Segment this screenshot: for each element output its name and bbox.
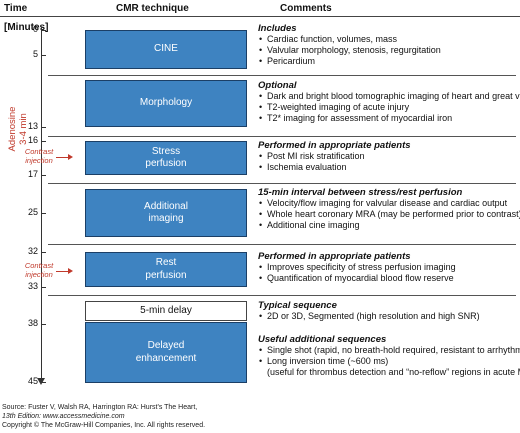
additional-item-2: •Whole heart coronary MRA (may be perfor… [259, 209, 520, 219]
technique-header: CMR technique [116, 3, 189, 14]
delay-comments-head: Typical sequence [258, 300, 337, 311]
tick-5 [41, 55, 46, 56]
delayed-item-1: •Single shot (rapid, no breath-hold requ… [259, 345, 520, 355]
stress-label-1: Stress [151, 145, 181, 157]
tick-label-25: 25 [27, 207, 38, 217]
delay-box: 5-min delay [85, 301, 247, 321]
tick-45 [41, 382, 46, 383]
contrast-injection-rest: Contrast injection [20, 261, 58, 279]
stress-item-1: •Post MI risk stratification [259, 151, 365, 161]
rest-comments: Performed in appropriate patients •Impro… [258, 251, 456, 284]
tick-label-0: 0 [32, 24, 38, 34]
tick-25 [41, 213, 46, 214]
tick-label-32: 32 [27, 246, 38, 256]
additional-label-1: Additional [144, 200, 188, 212]
timeline-arrow-icon [37, 378, 45, 385]
header-rule [0, 16, 520, 17]
tick-32 [41, 252, 46, 253]
cine-comments: Includes •Cardiac function, volumes, mas… [258, 23, 441, 67]
separator-1 [48, 75, 516, 76]
cine-item-1: •Cardiac function, volumes, mass [259, 34, 398, 44]
morphology-label: Morphology [139, 97, 193, 109]
additional-item-3: •Additional cine imaging [259, 220, 360, 230]
additional-comments-head: 15-min interval between stress/rest perf… [258, 187, 463, 198]
contrast-stress-arrow-icon [56, 154, 73, 160]
separator-4 [48, 244, 516, 245]
separator-5 [48, 295, 516, 296]
tick-38 [41, 324, 46, 325]
contrast-stress-line2: injection [25, 156, 53, 165]
tick-label-45: 45 [27, 376, 38, 386]
footer-edition: 13th Edition: www.accessmedicine.com [2, 413, 125, 420]
delay-comments: Typical sequence •2D or 3D, Segmented (h… [258, 300, 480, 322]
stress-item-2: •Ischemia evaluation [259, 162, 347, 172]
delay-label: 5-min delay [140, 304, 192, 316]
additional-imaging-box: Additional imaging [85, 189, 247, 237]
tick-16 [41, 141, 46, 142]
cine-comments-head: Includes [258, 23, 297, 34]
tick-label-5: 5 [32, 49, 38, 59]
separator-2 [48, 136, 516, 137]
tick-13 [41, 127, 46, 128]
stress-label-2: perfusion [145, 158, 187, 169]
delay-item-1: •2D or 3D, Segmented (high resolution an… [259, 311, 480, 321]
contrast-rest-arrow-icon [56, 268, 73, 274]
contrast-injection-stress: Contrast injection [20, 147, 58, 165]
morphology-comments: Optional •Dark and bright blood tomograp… [258, 80, 520, 124]
additional-item-1: •Velocity/flow imaging for valvular dise… [259, 198, 508, 208]
adenosine-line1: Adenosine [7, 106, 18, 152]
tick-label-38: 38 [27, 318, 38, 328]
delayed-enhancement-box: Delayed enhancement [85, 322, 247, 383]
tick-17 [41, 175, 46, 176]
tick-label-16: 16 [27, 135, 38, 145]
morphology-item-2: •T2-weighted imaging of acute injury [259, 102, 410, 112]
time-header: Time [4, 3, 28, 14]
footer-source: Source: Fuster V, Walsh RA, Harrington R… [2, 404, 198, 411]
additional-comments: 15-min interval between stress/rest perf… [258, 187, 520, 231]
cine-label: CINE [154, 43, 178, 55]
morphology-box: Morphology [85, 80, 247, 127]
rest-label-2: perfusion [145, 269, 187, 281]
morphology-comments-head: Optional [258, 80, 297, 91]
delayed-label-2: enhancement [135, 352, 197, 364]
rest-item-1: •Improves specificity of stress perfusio… [259, 262, 456, 272]
cine-box: CINE [85, 30, 247, 69]
stress-perfusion-box: Stress perfusion [85, 141, 247, 175]
contrast-rest-line1: Contrast [24, 261, 54, 270]
tick-0 [41, 30, 46, 31]
rest-comments-head: Performed in appropriate patients [258, 251, 411, 262]
tick-label-17: 17 [27, 169, 38, 179]
separator-3 [48, 183, 516, 184]
tick-33 [41, 287, 46, 288]
tick-label-33: 33 [27, 281, 38, 291]
minutes-label: [Minutes] [4, 22, 49, 33]
comments-header: Comments [280, 3, 332, 14]
additional-label-2: imaging [148, 213, 184, 224]
morphology-item-1: •Dark and bright blood tomographic imagi… [259, 91, 520, 101]
rest-perfusion-box: Rest perfusion [85, 252, 247, 287]
contrast-stress-line1: Contrast [24, 147, 54, 156]
stress-comments-head: Performed in appropriate patients [258, 140, 411, 151]
delayed-comments-head: Useful additional sequences [258, 334, 387, 345]
cine-item-3: •Pericardium [259, 56, 316, 66]
rest-item-2: •Quantification of myocardial blood flow… [259, 273, 454, 283]
rest-label-1: Rest [155, 257, 177, 268]
timeline-axis [41, 27, 42, 382]
cine-item-2: •Valvular morphology, stenosis, regurgit… [259, 45, 441, 55]
tick-label-13: 13 [27, 121, 38, 131]
delayed-item-2: •Long inversion time (~600 ms) [259, 356, 389, 366]
footer-copyright: Copyright © The McGraw-Hill Companies, I… [2, 422, 206, 429]
morphology-item-3: •T2* imaging for assessment of myocardia… [259, 113, 453, 123]
contrast-rest-line2: injection [25, 270, 53, 279]
stress-comments: Performed in appropriate patients •Post … [258, 140, 411, 173]
delayed-item-2-note: (useful for thrombus detection and “no-r… [267, 367, 520, 377]
delayed-label-1: Delayed [147, 340, 185, 351]
delayed-comments: Useful additional sequences •Single shot… [258, 334, 520, 378]
